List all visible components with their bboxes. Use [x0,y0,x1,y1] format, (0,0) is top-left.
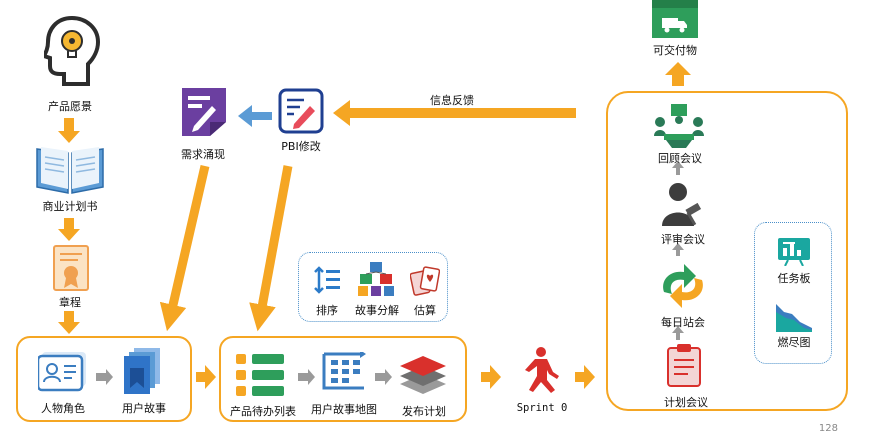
head-lightbulb-icon [44,14,100,88]
arrow-pbi-to-requirements [238,105,272,127]
burndown-chart-icon [776,302,812,332]
cycle-arrows-icon [658,262,708,310]
pbi-edit-label: PBI修改 [281,140,321,153]
business-plan-label: 商业计划书 [42,200,98,213]
meeting-icon [654,104,704,148]
requirements-doc-icon [180,86,228,138]
arrow-sprint0-to-sprint [575,365,595,389]
backlog-label: 产品待办列表 [230,405,296,418]
deliverable-label: 可交付物 [653,44,697,57]
arrow-sprint-to-deliverable [665,62,691,86]
technique-estimate-label: 估算 [414,304,436,317]
technique-split-label: 故事分解 [355,304,399,317]
feedback-label: 信息反馈 [430,94,474,107]
artifacts-box [754,222,832,364]
task-board-label: 任务板 [777,272,811,285]
clipboard-icon [666,344,702,388]
sprint-cycle-box [606,91,848,411]
sprint0-label: Sprint 0 [516,402,568,414]
arrow-charter-to-box [58,311,80,334]
arrow-pbi-to-backlog [249,165,293,332]
blocks-icon [358,262,394,296]
story-map-icon [322,352,366,390]
edit-document-icon [278,88,324,134]
grey-arrow-up-1 [672,161,684,175]
certificate-icon [52,244,92,292]
arrow-box2-to-sprint0 [481,365,501,389]
grey-arrow-1 [96,369,113,385]
arrow-feedback [333,100,576,126]
backlog-planning-box [219,336,467,422]
delivery-truck-box-icon [652,0,698,38]
technique-sort-label: 排序 [316,304,338,317]
judge-gavel-icon [660,182,704,228]
arrow-vision-to-plan [58,118,80,143]
planning-label: 计划会议 [664,396,708,409]
requirements-label: 需求涌现 [181,148,225,161]
grey-arrow-up-2 [672,243,684,256]
grey-arrow-2 [298,369,315,385]
user-stories-label: 用户故事 [122,402,166,415]
grey-arrow-3 [375,369,392,385]
daily-label: 每日站会 [661,316,705,329]
grey-arrow-up-3 [672,326,684,340]
vision-label: 产品愿景 [48,100,92,113]
burndown-label: 燃尽图 [777,336,811,349]
arrow-plan-to-charter [58,218,80,241]
story-map-label: 用户故事地图 [311,403,377,416]
arrow-box1-to-box2 [196,365,216,389]
release-plan-label: 发布计划 [402,405,446,418]
retrospective-label: 回顾会议 [658,152,702,165]
page-number: 128 [818,423,838,434]
review-label: 评审会议 [661,233,705,246]
personas-label: 人物角色 [41,402,85,415]
techniques-box [298,252,448,322]
id-card-icon [38,352,88,392]
charter-label: 章程 [59,296,81,309]
poker-cards-icon [410,266,440,296]
arrow-requirements-to-stories [159,164,210,332]
sprinter-icon [517,346,563,394]
roles-stories-box [16,336,192,422]
story-cards-icon [124,348,162,394]
backlog-list-icon [236,354,286,398]
sort-icon [313,266,341,294]
task-board-icon [778,238,810,266]
open-book-icon [35,143,105,195]
layers-stack-icon [398,354,448,398]
